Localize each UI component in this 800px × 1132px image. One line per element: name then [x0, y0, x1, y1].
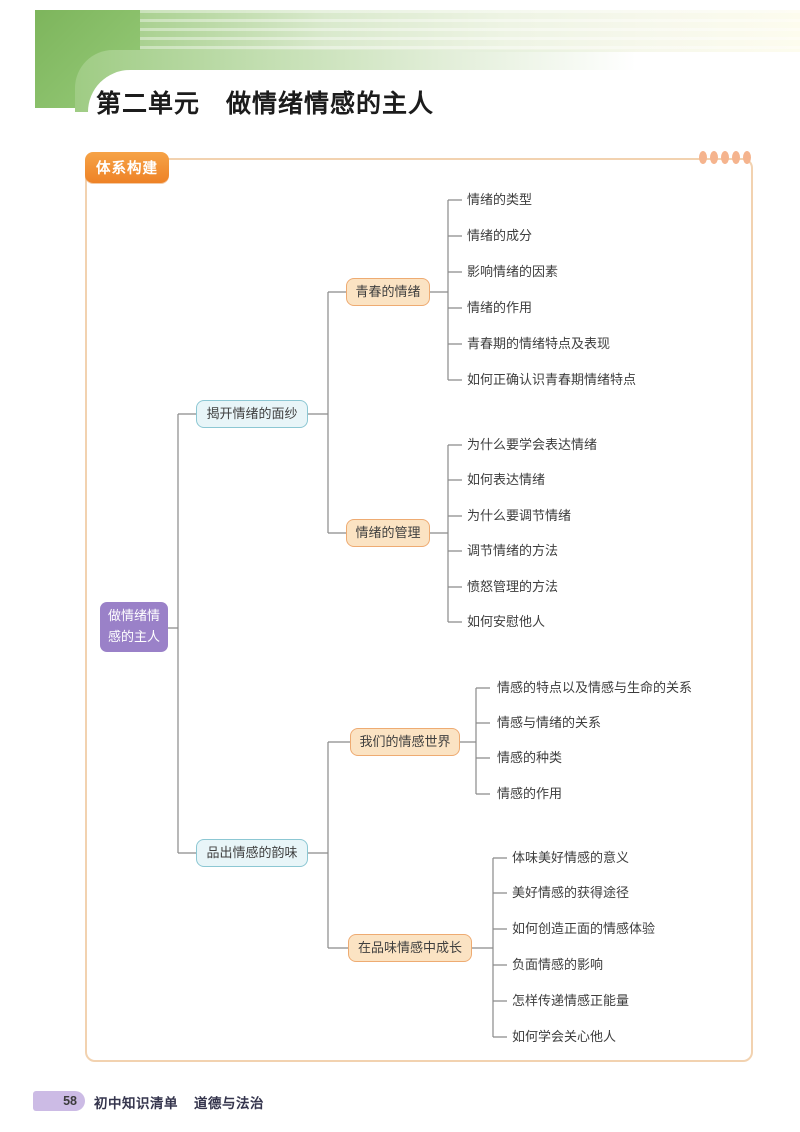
branch-node-emotion-veil: 揭开情绪的面纱 [196, 400, 308, 428]
leaf-item: 情感与情绪的关系 [497, 715, 602, 730]
page-title: 第二单元做情绪情感的主人 [96, 84, 434, 120]
leaf-item: 如何安慰他人 [467, 614, 546, 629]
leaf-item: 为什么要学会表达情绪 [467, 437, 598, 452]
footer-subject-title: 道德与法治 [194, 1096, 264, 1111]
leaf-item: 调节情绪的方法 [467, 543, 559, 558]
leaf-item: 情感的特点以及情感与生命的关系 [497, 680, 693, 695]
mindmap-root-node: 做情绪情感的主人 [100, 602, 168, 652]
leaf-item: 情绪的作用 [467, 300, 533, 315]
leaf-item: 怎样传递情感正能量 [512, 993, 630, 1008]
unit-label: 第二单元 [96, 90, 201, 118]
leaf-item: 美好情感的获得途径 [512, 885, 630, 900]
leaf-item: 情感的种类 [497, 750, 563, 765]
subbranch-node-grow-in-feeling: 在品味情感中成长 [348, 934, 472, 962]
section-badge: 体系构建 [85, 152, 169, 183]
unit-title: 做情绪情感的主人 [226, 90, 435, 118]
leaf-item: 如何学会关心他人 [512, 1029, 617, 1044]
leaf-item: 愤怒管理的方法 [467, 579, 559, 594]
leaf-item: 情绪的类型 [467, 192, 533, 207]
leaf-item: 如何正确认识青春期情绪特点 [467, 372, 637, 387]
footer-series-title: 初中知识清单 [94, 1096, 178, 1111]
leaf-item: 如何表达情绪 [467, 472, 546, 487]
leaf-item: 体味美好情感的意义 [512, 850, 630, 865]
header-green-band [35, 10, 800, 52]
subbranch-node-youth-emotion: 青春的情绪 [346, 278, 430, 306]
leaf-item: 影响情绪的因素 [467, 264, 559, 279]
leaf-item: 情感的作用 [497, 786, 563, 801]
leaf-item: 为什么要调节情绪 [467, 508, 572, 523]
leaf-item: 青春期的情绪特点及表现 [467, 336, 611, 351]
leaf-item: 如何创造正面的情感体验 [512, 921, 656, 936]
dots-decoration-icon [699, 151, 751, 164]
page-number-badge: 58 [33, 1091, 85, 1111]
branch-node-feeling-flavor: 品出情感的韵味 [196, 839, 308, 867]
footer-book-title: 初中知识清单 道德与法治 [94, 1092, 264, 1112]
leaf-item: 情绪的成分 [467, 228, 533, 243]
framework-box [85, 158, 753, 1062]
subbranch-node-feeling-world: 我们的情感世界 [350, 728, 460, 756]
subbranch-node-emotion-management: 情绪的管理 [346, 519, 430, 547]
leaf-item: 负面情感的影响 [512, 957, 604, 972]
